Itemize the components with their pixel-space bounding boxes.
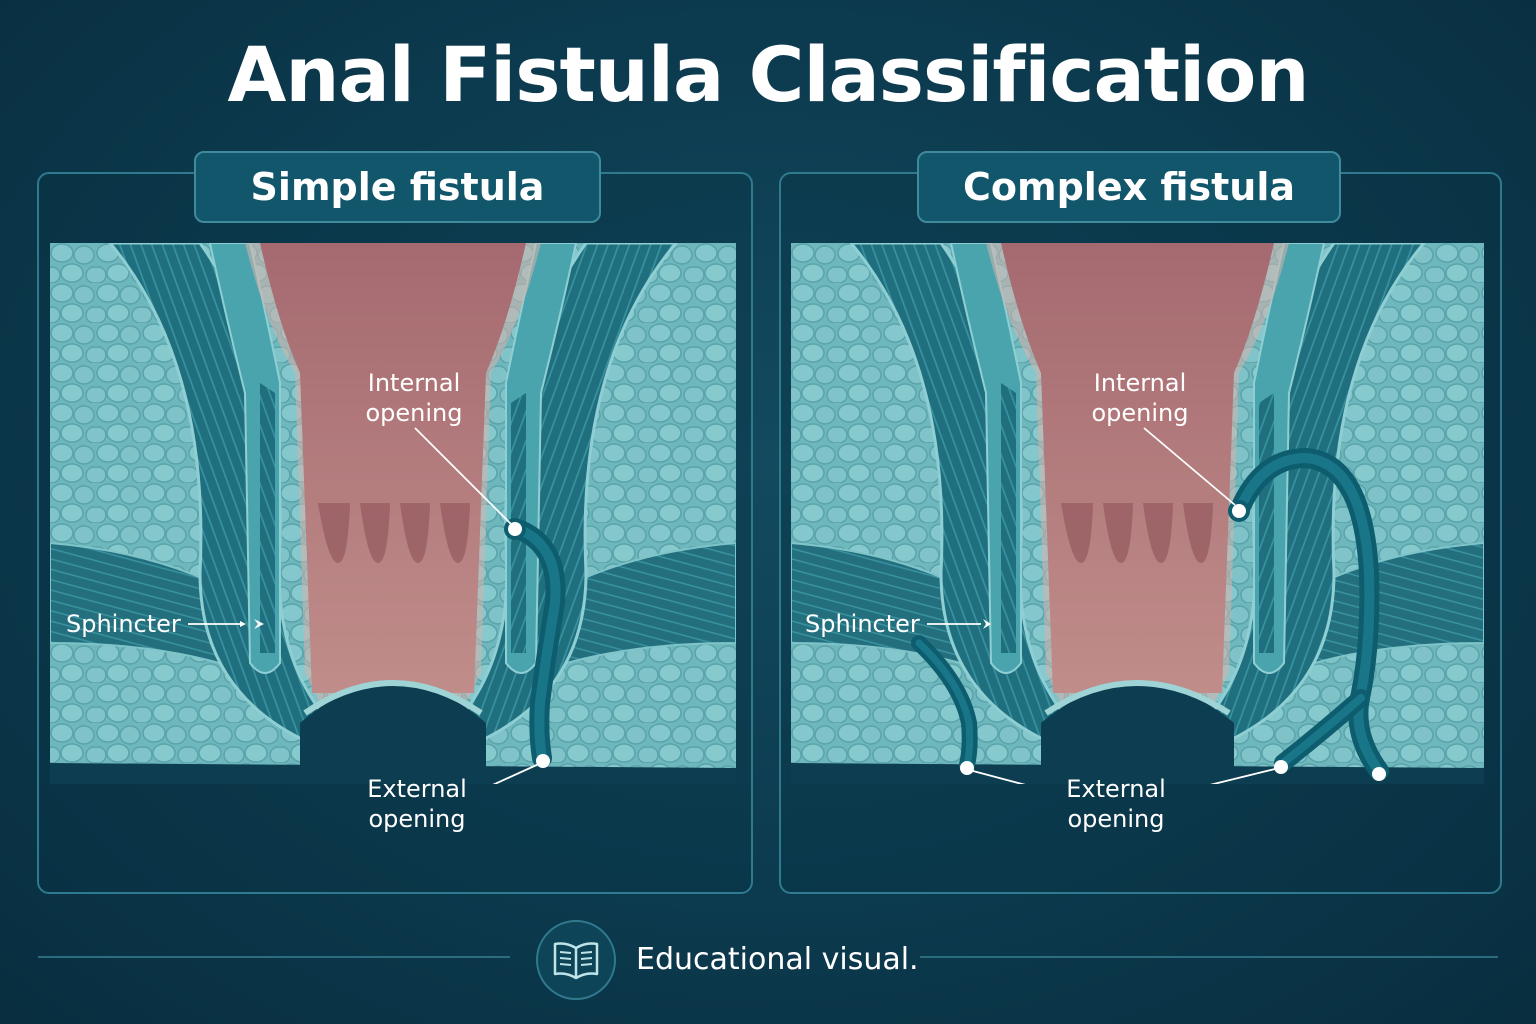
footer-divider-left: [38, 956, 510, 958]
simple-external-opening-label: External opening: [367, 775, 467, 833]
footer-divider-right: [920, 956, 1498, 958]
footer-caption: Educational visual.: [636, 942, 919, 977]
complex-external-opening-label: External opening: [1066, 775, 1166, 833]
simple-internal-opening-label: Internal opening: [365, 369, 463, 427]
complex-fistula-illustration: [791, 243, 1484, 784]
simple-fistula-illustration: [50, 243, 736, 784]
page-title: Anal Fistula Classification: [227, 30, 1310, 119]
complex-fistula-heading: Complex fistula: [917, 151, 1341, 223]
complex-internal-opening-label: Internal opening: [1091, 369, 1189, 427]
complex-sphincter-label: Sphincter: [805, 610, 920, 638]
simple-sphincter-label: Sphincter: [66, 610, 181, 638]
open-book-icon: [536, 920, 616, 1000]
simple-fistula-heading: Simple fistula: [194, 151, 601, 223]
